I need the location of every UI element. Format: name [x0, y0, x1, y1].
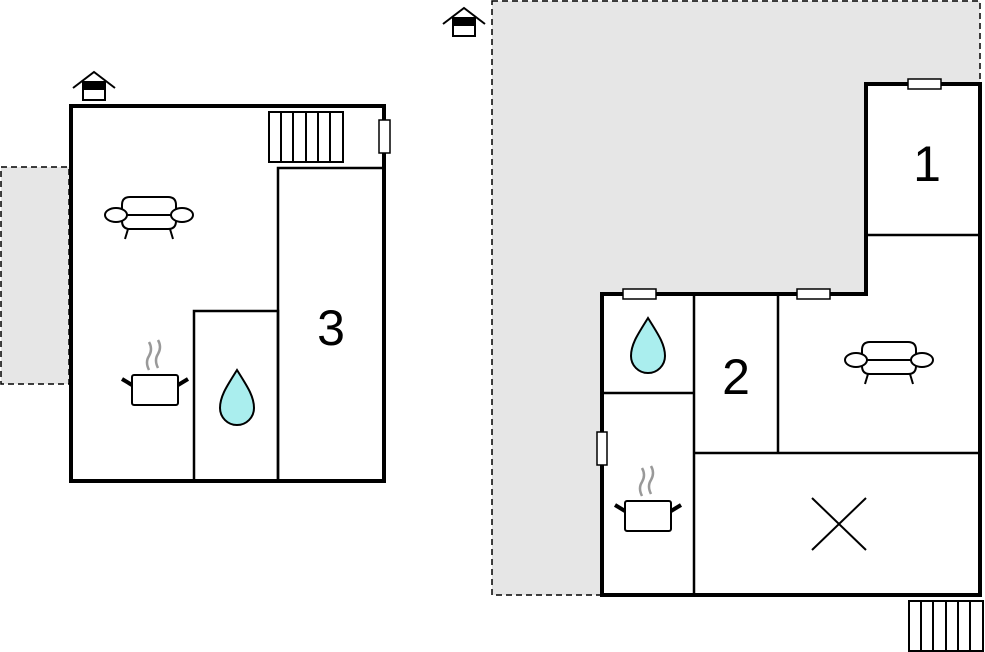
stairs-icon [268, 111, 344, 163]
window-icon [622, 288, 657, 300]
bathroom [192, 309, 280, 483]
floor-right: 1 2 [442, 0, 984, 652]
floor-left: 3 [0, 71, 391, 483]
window-icon [796, 288, 831, 300]
terrace-area [0, 166, 70, 385]
window-icon [907, 78, 942, 90]
entrance-icon [72, 71, 116, 101]
cross-icon [811, 497, 867, 551]
room-label-3: 3 [317, 300, 345, 356]
window-icon [596, 431, 608, 466]
room-label-1: 1 [913, 136, 941, 192]
outer-wall [600, 82, 982, 597]
room-label-2: 2 [722, 349, 750, 405]
window-icon [378, 119, 391, 154]
entrance-icon [442, 7, 486, 37]
interior-walls [602, 233, 980, 595]
stairs-icon [908, 600, 984, 652]
